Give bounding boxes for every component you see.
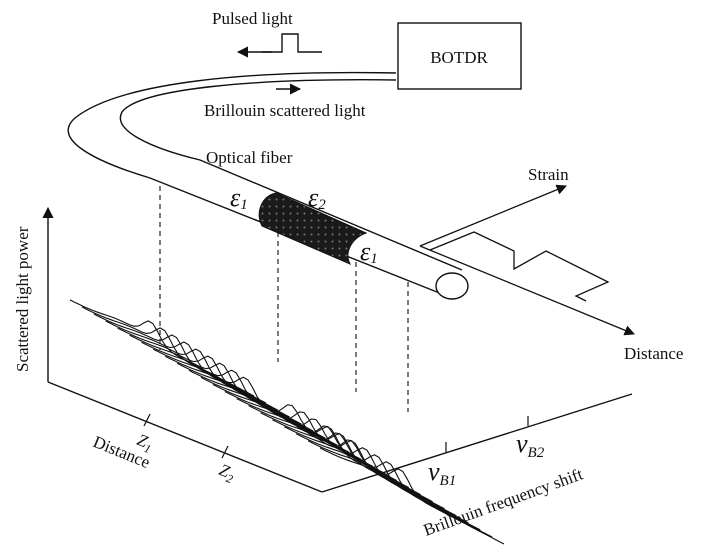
pulse-shape (262, 33, 322, 53)
distance-axis-right-label: Distance (624, 344, 683, 363)
strain-axis-label: Strain (528, 165, 569, 184)
spectrum-traces (69, 299, 505, 545)
strain-axis (419, 184, 567, 247)
strained-section (258, 192, 368, 266)
strain-symbol-2: ε2 (308, 183, 326, 213)
spectrum-trace (307, 440, 493, 538)
strain-symbol-3: ε1 (360, 237, 378, 267)
fiber-end (435, 272, 469, 300)
botdr-device: BOTDR (397, 22, 522, 90)
distance-axis-3d (47, 381, 323, 493)
vb1-label: νB1 (428, 457, 456, 489)
strain-step-curve (429, 231, 610, 302)
spectrum-trace (319, 447, 505, 545)
strain-symbol-1: ε1 (230, 183, 248, 213)
vb2-label: νB2 (516, 429, 545, 461)
distance-axis-right (419, 245, 635, 336)
scattered-light-signal: Brillouin scattered light (204, 83, 366, 120)
fiber-outer-edge (67, 71, 443, 295)
pulsed-light-signal: Pulsed light (212, 9, 322, 58)
strain-profile: Strain Distance (419, 165, 683, 363)
botdr-label: BOTDR (430, 48, 488, 67)
spectrum-plot: Scattered light power Distance Z1 Z2 νB1… (13, 206, 633, 545)
optical-fiber: Optical fiber ε1 ε2 ε1 (67, 71, 469, 300)
scattered-light-label: Brillouin scattered light (204, 101, 366, 120)
fiber-inner-edge (119, 79, 463, 271)
pulsed-light-label: Pulsed light (212, 9, 293, 28)
power-axis-label: Scattered light power (13, 226, 32, 372)
frequency-axis (321, 393, 633, 493)
projection-lines (159, 186, 409, 412)
z1-label: Z1 (133, 430, 156, 456)
fiber-label: Optical fiber (206, 148, 293, 167)
z2-label: Z2 (215, 460, 238, 486)
